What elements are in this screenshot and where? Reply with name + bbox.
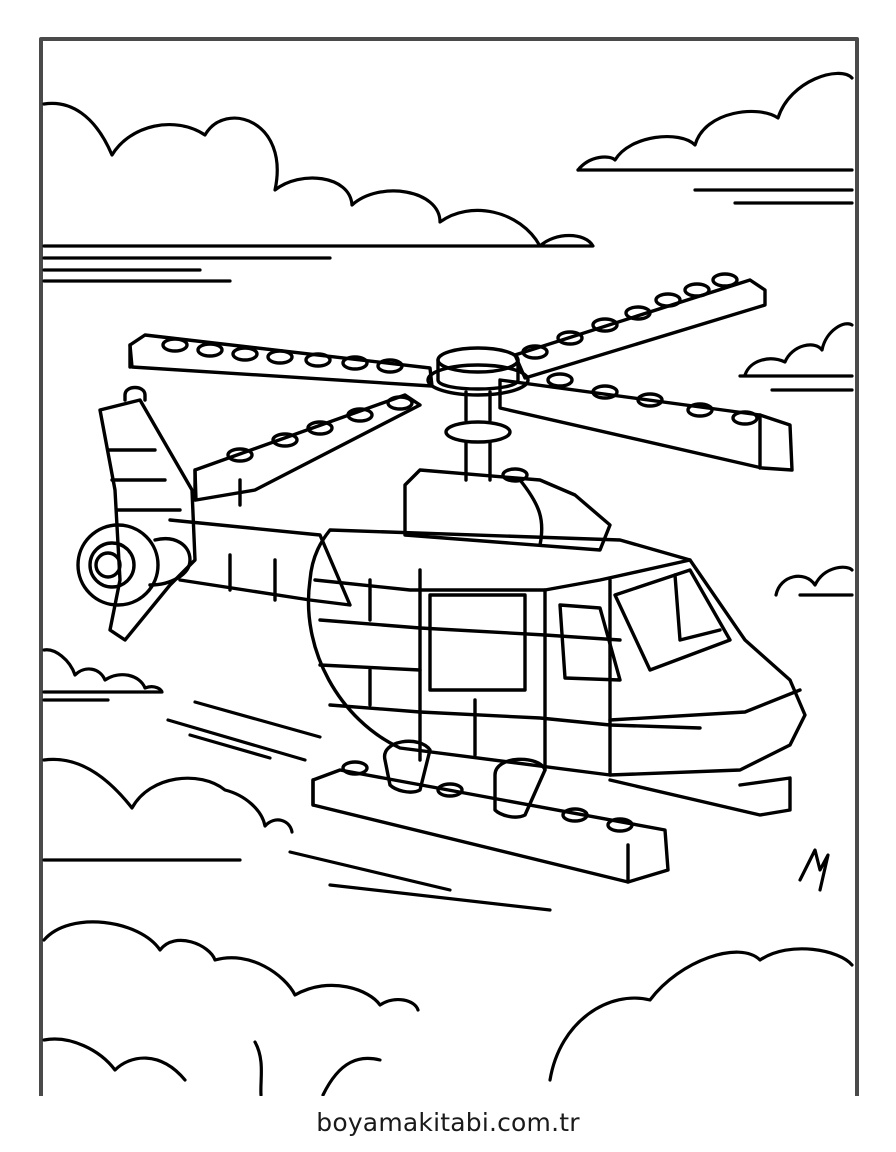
side-window [428,593,527,692]
cloud-top-left [42,101,595,283]
rotor-blade-back-right [513,278,767,380]
rotor-studs [161,272,759,463]
cabin-top [403,468,612,552]
skid-left [311,768,670,884]
tail-fin [98,398,197,642]
skid-strut-rear [493,757,547,819]
rotor-hub [426,363,530,397]
cloud-left-small [42,648,164,694]
cloud-left-lower [42,757,294,834]
cloud-top-right [576,71,854,205]
skid-right [608,776,792,817]
rotor-blade-front-left [193,393,422,502]
tail-rotor [76,523,160,607]
cloud-right-small [774,565,854,597]
cloud-bottom-left [42,920,420,1012]
helicopter-body [306,528,807,777]
coloring-page-frame [39,36,859,1096]
tail-boom [168,518,352,607]
skid-strut-front [383,739,432,794]
door-window [558,603,622,682]
helicopter-illustration [39,37,859,1096]
skid-studs [341,467,634,833]
footer-website-text: boyamakitabi.com.tr [316,1108,580,1137]
helicopter [76,272,807,884]
windshield [613,568,732,672]
cloud-right-mid [743,322,854,377]
